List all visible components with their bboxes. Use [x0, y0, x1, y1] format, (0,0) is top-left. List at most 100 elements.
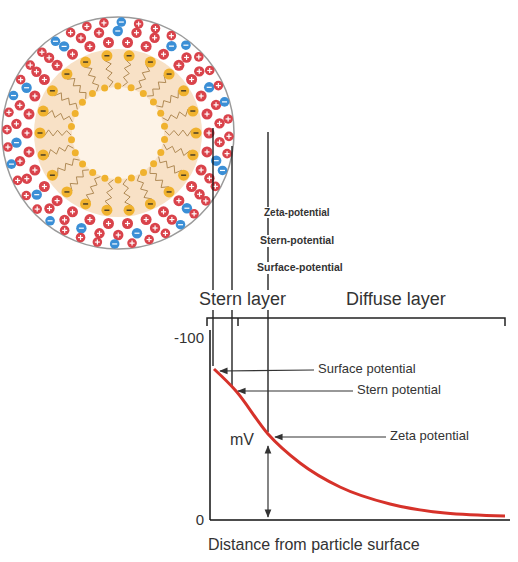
cation	[181, 52, 191, 62]
cation	[211, 100, 221, 110]
ion-sign	[26, 131, 27, 136]
surfactant-tail	[147, 75, 166, 96]
cation	[76, 233, 86, 243]
ion-sign	[36, 69, 37, 74]
ion-sign	[228, 116, 229, 121]
cation	[131, 27, 141, 37]
minus-sign	[83, 203, 88, 204]
ion-sign	[108, 221, 109, 226]
ion-sign	[146, 44, 147, 49]
cation	[94, 228, 104, 238]
ion-sign	[70, 30, 71, 35]
ion-sign	[34, 93, 35, 98]
ion-sign	[171, 217, 172, 222]
y-axis	[209, 330, 211, 520]
ion-sign	[198, 54, 199, 59]
surfactant-head	[178, 85, 189, 96]
surfactant-head	[128, 84, 135, 91]
ion-sign	[154, 35, 155, 40]
cation	[66, 28, 76, 38]
surfactant-head	[115, 176, 122, 183]
surfactant-head	[187, 149, 198, 160]
ion-sign	[72, 209, 73, 214]
anion	[76, 223, 86, 233]
cation	[13, 176, 23, 186]
cation	[202, 146, 213, 157]
cation	[76, 33, 86, 43]
cation	[201, 196, 211, 206]
surfactant-head	[79, 160, 86, 167]
surfactant-head	[72, 110, 79, 117]
cation	[25, 60, 35, 70]
cation	[93, 237, 103, 247]
ion-sign	[49, 55, 50, 60]
minus-sign	[50, 175, 55, 176]
ion-sign	[205, 198, 206, 203]
ion-sign	[178, 224, 183, 225]
cation	[23, 109, 34, 120]
ion-sign	[191, 77, 192, 82]
ion-sign	[208, 131, 209, 136]
ion-sign	[191, 184, 192, 189]
anion	[166, 41, 176, 51]
anion	[32, 189, 42, 199]
cation	[214, 81, 224, 91]
ion-sign	[41, 50, 42, 55]
ion-sign	[131, 241, 132, 246]
anion	[176, 220, 186, 230]
anion	[220, 97, 230, 107]
minus-sign	[194, 132, 199, 133]
ion-sign	[17, 178, 18, 183]
cation	[29, 165, 40, 176]
ion-sign	[16, 121, 17, 126]
ion-sign	[48, 220, 53, 221]
ion-sign	[98, 30, 99, 35]
ion-sign	[155, 26, 156, 31]
ion-sign	[26, 176, 27, 181]
ion-sign	[28, 149, 29, 154]
surfactant-tail	[165, 130, 192, 136]
cation	[186, 74, 197, 85]
cation	[15, 156, 25, 166]
ion-sign	[119, 21, 124, 22]
cation	[82, 22, 92, 32]
micelle-core-region	[34, 49, 202, 217]
x-axis	[210, 519, 510, 521]
curve-label: Zeta potential	[389, 429, 470, 443]
zeta-leader	[267, 132, 268, 432]
ion-sign	[9, 164, 14, 165]
ion-sign	[207, 87, 212, 88]
minus-sign	[127, 210, 132, 211]
ion-sign	[228, 134, 229, 139]
cation	[103, 37, 114, 48]
cation	[189, 209, 199, 219]
cation	[3, 142, 13, 152]
cation	[211, 182, 221, 192]
ion-sign	[64, 217, 65, 222]
ion-sign	[44, 77, 45, 82]
cation	[214, 137, 224, 147]
cation	[23, 146, 34, 157]
surfactant-heads	[35, 50, 202, 215]
ion-sign	[215, 102, 216, 107]
anion	[59, 41, 69, 51]
surfactant-head	[145, 57, 156, 68]
ion-sign	[178, 198, 179, 203]
anion	[7, 159, 17, 169]
surfactant-tail	[54, 93, 77, 110]
ion-sign	[7, 145, 8, 150]
ion-sign	[199, 192, 200, 197]
surfactant-tail	[137, 175, 151, 199]
surfactant-tail	[159, 157, 182, 174]
ion-sign	[11, 95, 16, 96]
ion-sign	[26, 193, 27, 198]
cation	[214, 118, 224, 128]
ion-sign	[72, 52, 73, 57]
cation	[202, 109, 213, 120]
cation	[39, 74, 50, 85]
anion	[117, 17, 127, 27]
ion-sign	[8, 110, 9, 115]
surfactant-tail	[164, 144, 190, 155]
surfactant-tail	[150, 167, 169, 187]
